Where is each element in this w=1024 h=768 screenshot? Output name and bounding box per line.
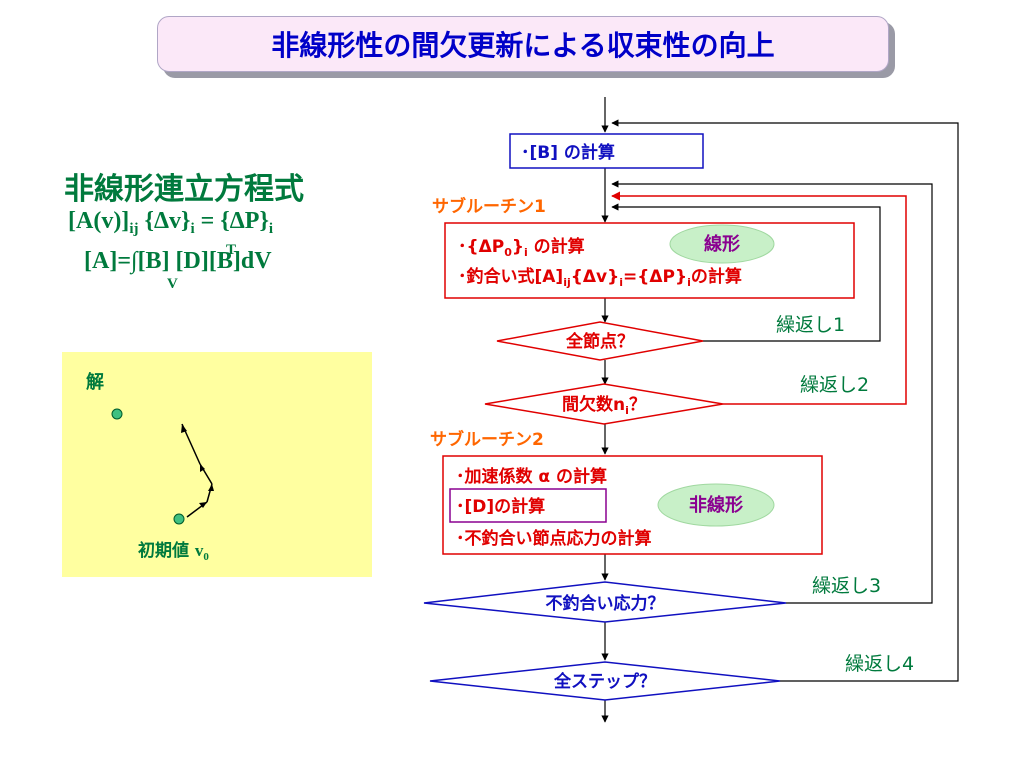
linear-badge (669, 224, 775, 264)
loop2-label: 繰返し2 (800, 374, 869, 396)
sub1-line2-sub3: i (687, 276, 691, 289)
calc-b-box (509, 133, 704, 169)
nonlinear-badge (657, 483, 775, 527)
loop3-line (611, 180, 933, 604)
sub2-line2: ･[D]の計算 (456, 496, 545, 517)
sub1-line2: ･釣合い式[A]ij{Δv}i={ΔP}iの計算 (458, 266, 742, 289)
all-steps-text: 全ステップ？ (553, 671, 656, 692)
sub1-line1: ･{ΔP0}i の計算 (458, 236, 585, 259)
subroutine1-label: サブルーチン1 (432, 196, 546, 217)
sub1-line2-a: ･釣合い式[A] (458, 266, 563, 287)
convergence-panel: 解 初期値 v0 (62, 352, 372, 577)
arrowhead (181, 424, 187, 433)
calc-b-text: ･[B] の計算 (521, 142, 615, 163)
loop4-label: 繰返し4 (845, 653, 914, 675)
eq1-sub-c: i (268, 221, 274, 237)
all-nodes-text: 全節点？ (565, 331, 634, 352)
loop2-line (611, 191, 907, 405)
eq1-part-a: [A(v)] (68, 208, 130, 234)
arrowhead (199, 502, 207, 508)
sub1-line1-tail: の計算 (528, 236, 585, 257)
subroutine1-box (444, 222, 855, 299)
sub2-line3: ･不釣合い節点応力の計算 (456, 528, 652, 549)
nonlinear-badge-text: 非線形 (689, 494, 743, 516)
eq1-part-b: {Δv} (138, 208, 191, 234)
all-nodes-diamond (496, 321, 704, 361)
linear-badge-text: 線形 (704, 233, 740, 255)
interval-text: 間欠数ni？ (562, 394, 646, 417)
loop3-label: 繰返し3 (812, 575, 881, 597)
arrowhead (200, 464, 205, 472)
initial-point (173, 513, 185, 525)
sub1-line2-sub2: i (619, 276, 623, 289)
eq1-sub-a: ij (129, 221, 139, 237)
interval-sub: i (625, 404, 629, 417)
eq1-sub-b: i (190, 221, 195, 237)
slide-title: 非線形性の間欠更新による収束性の向上 (271, 29, 775, 62)
title-box: 非線形性の間欠更新による収束性の向上 (157, 16, 889, 72)
interval-diamond (484, 383, 724, 425)
eq2-text: [A]=∫[B] [D][B]dV (84, 248, 272, 274)
eq2-superscript: T (226, 242, 237, 258)
interval-end: ？ (629, 395, 646, 415)
solution-point (111, 408, 123, 420)
convergence-path-svg (111, 408, 214, 525)
unbalanced-diamond (423, 581, 787, 623)
arrowhead (208, 484, 214, 491)
loop1-line (611, 203, 881, 342)
equation-1: [A(v)]ij {Δv}i = {ΔP}i (68, 208, 273, 238)
equations-heading: 非線形連立方程式 (64, 172, 304, 207)
d-calc-highlight (449, 488, 607, 523)
loop4-line (611, 119, 959, 682)
sub1-line2-d: の計算 (691, 266, 742, 287)
initial-value-label: 初期値 v0 (138, 536, 209, 563)
solution-label: 解 (86, 372, 104, 393)
equation-2: [A]=∫[B] [D][B]dV (84, 248, 272, 275)
unbalanced-text: 不釣合い応力？ (546, 593, 665, 614)
subroutine2-label: サブルーチン2 (430, 429, 544, 450)
sub1-line1-a: ･{ΔP (458, 237, 504, 257)
sub1-line1-sub: 0 (504, 246, 512, 259)
initial-label-text: 初期値 (138, 541, 189, 561)
sub1-line1-sub2: i (524, 246, 528, 259)
sub1-line1-end: } (512, 237, 524, 257)
sub1-line2-b: {Δv} (571, 267, 619, 287)
loop1-label: 繰返し1 (776, 314, 845, 336)
initial-var: v (194, 541, 204, 560)
sub1-line2-sub1: ij (563, 276, 571, 289)
all-steps-diamond (429, 661, 781, 701)
sub2-line1: ･加速係数 α の計算 (456, 466, 607, 487)
sub1-line2-c: ={ΔP} (623, 267, 687, 287)
initial-var-sub: 0 (203, 551, 209, 563)
eq1-part-c: = {ΔP} (194, 208, 269, 234)
eq2-subscript: V (167, 276, 178, 292)
interval-a: 間欠数n (562, 394, 625, 415)
